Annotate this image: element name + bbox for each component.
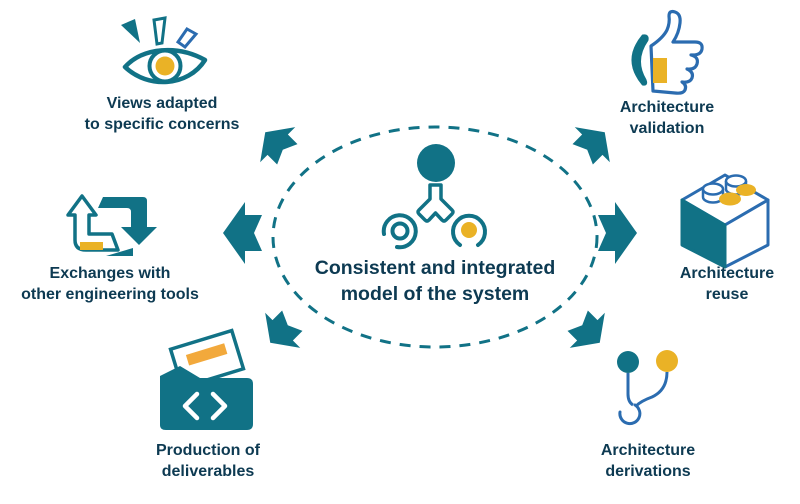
label-exchanges-tools: Exchanges with other engineering tools xyxy=(10,263,210,305)
label-line: deliverables xyxy=(161,463,255,480)
label-production-deliverables: Production of deliverables xyxy=(108,440,308,482)
label-line: validation xyxy=(629,120,705,137)
label-architecture-validation: Architecture validation xyxy=(567,97,767,139)
label-line: Exchanges with xyxy=(49,265,171,282)
branch-icon xyxy=(617,350,678,426)
label-line: Architecture xyxy=(600,442,696,459)
thumbs-up-icon xyxy=(631,9,704,95)
label-views-adapted: Views adapted to specific concerns xyxy=(42,93,282,135)
folder-deliverables-icon xyxy=(160,328,253,430)
center-label: Consistent and integrated model of the s… xyxy=(285,255,585,307)
label-line: other engineering tools xyxy=(21,286,199,303)
center-label-line2: model of the system xyxy=(340,283,530,305)
system-model-icon xyxy=(381,144,487,250)
label-line: Architecture xyxy=(619,99,715,116)
label-line: Architecture xyxy=(679,265,775,282)
arrow-right-icon xyxy=(598,202,637,264)
arrow-bottom-right-icon xyxy=(560,303,618,361)
eye-icon xyxy=(121,16,208,85)
label-line: Views adapted xyxy=(106,95,218,112)
arrow-bottom-left-icon xyxy=(252,303,310,361)
central-dashed-ellipse xyxy=(271,125,599,349)
exchange-arrows-icon xyxy=(66,194,157,256)
label-architecture-reuse: Architecture reuse xyxy=(627,263,800,305)
center-label-line1: Consistent and integrated xyxy=(314,257,556,279)
brick-cube-icon xyxy=(680,173,770,269)
label-line: reuse xyxy=(705,286,749,303)
label-line: to specific concerns xyxy=(84,116,240,133)
label-architecture-derivations: Architecture derivations xyxy=(548,440,748,482)
label-line: Production of xyxy=(156,442,260,459)
label-line: derivations xyxy=(605,463,691,480)
arrow-left-icon xyxy=(223,202,262,264)
